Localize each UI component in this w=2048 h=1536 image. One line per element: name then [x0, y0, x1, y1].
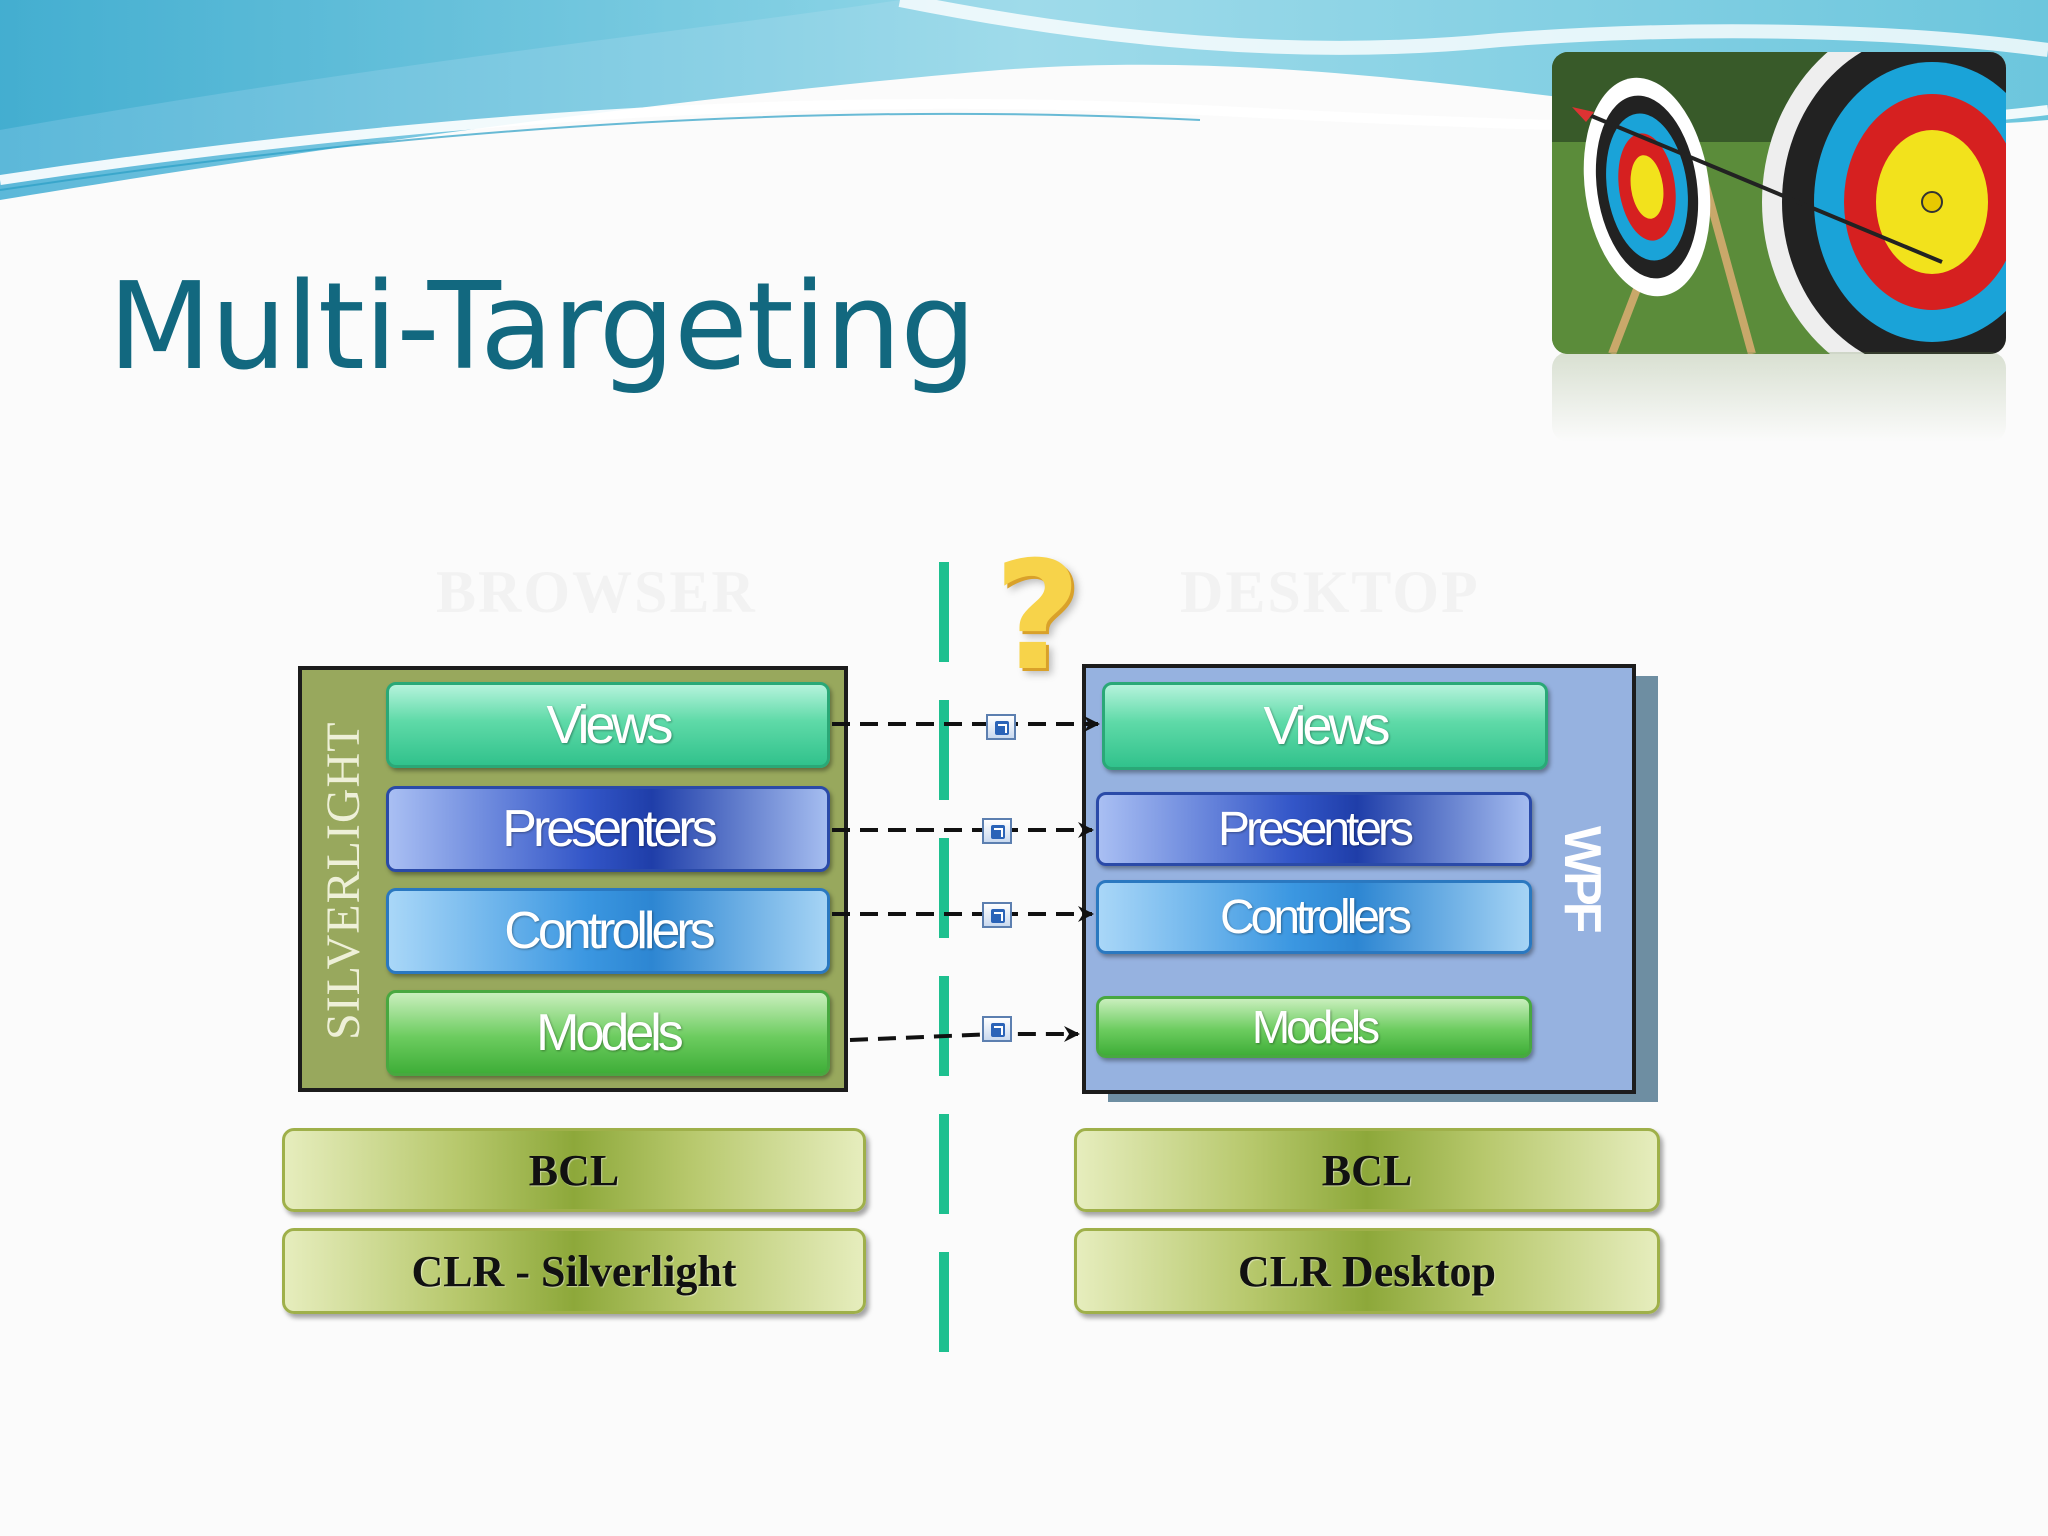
- archery-target-photo: [1552, 52, 2006, 354]
- photo-reflection: [1552, 352, 2006, 442]
- models-link-arrow: [849, 1026, 1080, 1042]
- wpf-views-layer: Views: [1102, 682, 1548, 770]
- wpf-controllers-layer: Controllers: [1096, 880, 1532, 954]
- desktop-clr-bar: CLR Desktop: [1074, 1228, 1660, 1314]
- shortcut-link-icon: [982, 818, 1012, 844]
- shortcut-link-icon: [982, 1016, 1012, 1042]
- shortcut-link-icon: [986, 714, 1016, 740]
- desktop-bcl-bar: BCL: [1074, 1128, 1660, 1212]
- browser-header: BROWSER: [436, 559, 757, 625]
- question-mark-icon: ?: [994, 530, 1082, 704]
- wpf-models-layer: Models: [1096, 996, 1532, 1058]
- wpf-label: WPF: [1553, 826, 1611, 930]
- silverlight-clr-bar: CLR - Silverlight: [282, 1228, 866, 1314]
- silverlight-views-layer: Views: [386, 682, 830, 768]
- silverlight-models-layer: Models: [386, 990, 830, 1076]
- shortcut-link-icon: [982, 902, 1012, 928]
- slide-title: Multi-Targeting: [108, 258, 976, 397]
- desktop-header: DESKTOP: [1180, 559, 1480, 625]
- silverlight-label: SILVERLIGHT: [317, 721, 370, 1040]
- silverlight-presenters-layer: Presenters: [386, 786, 830, 872]
- wpf-presenters-layer: Presenters: [1096, 792, 1532, 866]
- silverlight-controllers-layer: Controllers: [386, 888, 830, 974]
- silverlight-bcl-bar: BCL: [282, 1128, 866, 1212]
- vertical-divider: [939, 562, 949, 1352]
